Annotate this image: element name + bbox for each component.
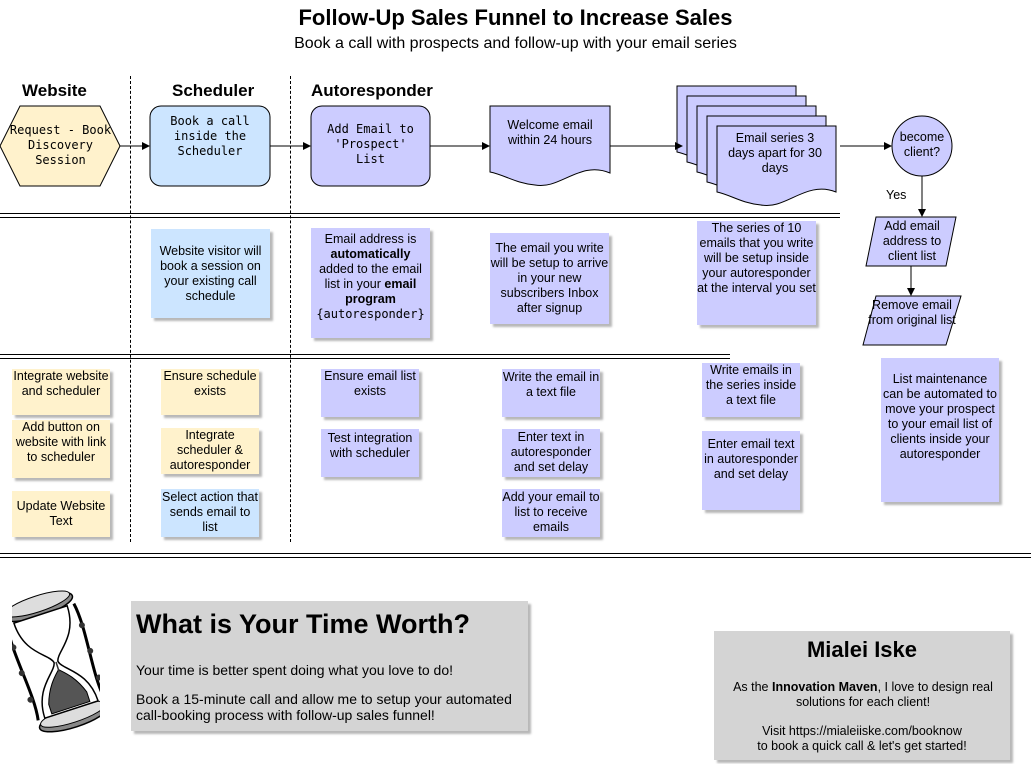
task-series-1: Write emails in the series inside a text… bbox=[702, 363, 800, 417]
autoresponder-description: Email address is automatically added to … bbox=[311, 228, 430, 338]
book-call-label: Book a call inside the Scheduler bbox=[170, 113, 250, 158]
series-description: The series of 10 emails that you write w… bbox=[697, 221, 816, 325]
remove-original-label: Remove email from original list bbox=[868, 298, 956, 327]
contact-cta: to book a quick call & let's get started… bbox=[757, 739, 967, 753]
request-label: Request - Book Discovery Session bbox=[9, 122, 112, 167]
welcome-description: The email you write will be setup to arr… bbox=[490, 233, 609, 324]
request-hexagon bbox=[0, 105, 121, 187]
welcome-document bbox=[489, 105, 611, 187]
column-divider bbox=[130, 76, 131, 542]
page-subtitle: Book a call with prospects and follow-up… bbox=[294, 35, 737, 52]
add-email-label: Add Email to 'Prospect' List bbox=[327, 121, 414, 166]
page-title: Follow-Up Sales Funnel to Increase Sales bbox=[298, 5, 733, 30]
decision-label: become client? bbox=[899, 130, 945, 159]
add-client-parallelogram bbox=[865, 216, 957, 267]
scheduler-description: Website visitor will book a session on y… bbox=[151, 229, 270, 318]
contact-intro: As the Innovation Maven, I love to desig… bbox=[733, 680, 993, 709]
flow-diagram bbox=[0, 85, 962, 346]
row-divider bbox=[0, 358, 730, 359]
task-scheduler-3: Select action that sends email to list bbox=[161, 489, 259, 537]
promo-line-1: Your time is better spent doing what you… bbox=[136, 662, 454, 678]
section-divider bbox=[0, 557, 1031, 558]
task-website-3: Update Website Text bbox=[12, 491, 110, 537]
column-header-website: Website bbox=[22, 81, 87, 100]
task-autoresponder-2: Test integration with scheduler bbox=[321, 429, 419, 477]
task-welcome-3: Add your email to list to receive emails bbox=[502, 489, 600, 537]
welcome-label: Welcome email within 24 hours bbox=[507, 118, 593, 147]
column-header-autoresponder: Autoresponder bbox=[311, 81, 433, 100]
row-divider bbox=[0, 354, 730, 355]
promo-box: What is Your Time Worth? Your time is be… bbox=[131, 601, 528, 731]
contact-box: Mialei Iske As the Innovation Maven, I l… bbox=[714, 631, 1010, 760]
section-divider bbox=[0, 553, 1031, 554]
contact-visit: Visit https://mialeiiske.com/booknow to … bbox=[714, 724, 1010, 754]
task-website-2: Add button on website with link to sched… bbox=[12, 420, 110, 478]
hourglass-icon bbox=[12, 590, 100, 733]
yes-label: Yes bbox=[886, 188, 907, 202]
task-welcome-2: Enter text in autoresponder and set dela… bbox=[502, 429, 600, 477]
task-scheduler-2: Integrate scheduler & autoresponder bbox=[161, 428, 259, 474]
task-website-1: Integrate website and scheduler bbox=[12, 369, 110, 415]
promo-line-2: Book a 15-minute call and allow me to se… bbox=[136, 691, 512, 723]
remove-original-parallelogram bbox=[862, 295, 962, 346]
column-divider bbox=[290, 76, 291, 542]
task-welcome-1: Write the email in a text file bbox=[502, 369, 600, 417]
task-autoresponder-1: Ensure email list exists bbox=[321, 369, 419, 417]
add-client-label: Add email address to client list bbox=[882, 218, 942, 263]
task-series-2: Enter email text in autoresponder and se… bbox=[702, 431, 800, 510]
task-client: List maintenance can be automated to mov… bbox=[881, 358, 999, 502]
promo-heading: What is Your Time Worth? bbox=[136, 609, 471, 639]
task-scheduler-1: Ensure schedule exists bbox=[161, 369, 259, 415]
email-series-stack bbox=[676, 85, 837, 207]
column-header-scheduler: Scheduler bbox=[172, 81, 255, 100]
row-divider bbox=[0, 217, 840, 218]
row-divider bbox=[0, 213, 840, 214]
contact-url[interactable]: Visit https://mialeiiske.com/booknow bbox=[762, 724, 962, 738]
series-label: Email series 3 days apart for 30 days bbox=[728, 130, 822, 175]
contact-name: Mialei Iske bbox=[806, 637, 918, 662]
